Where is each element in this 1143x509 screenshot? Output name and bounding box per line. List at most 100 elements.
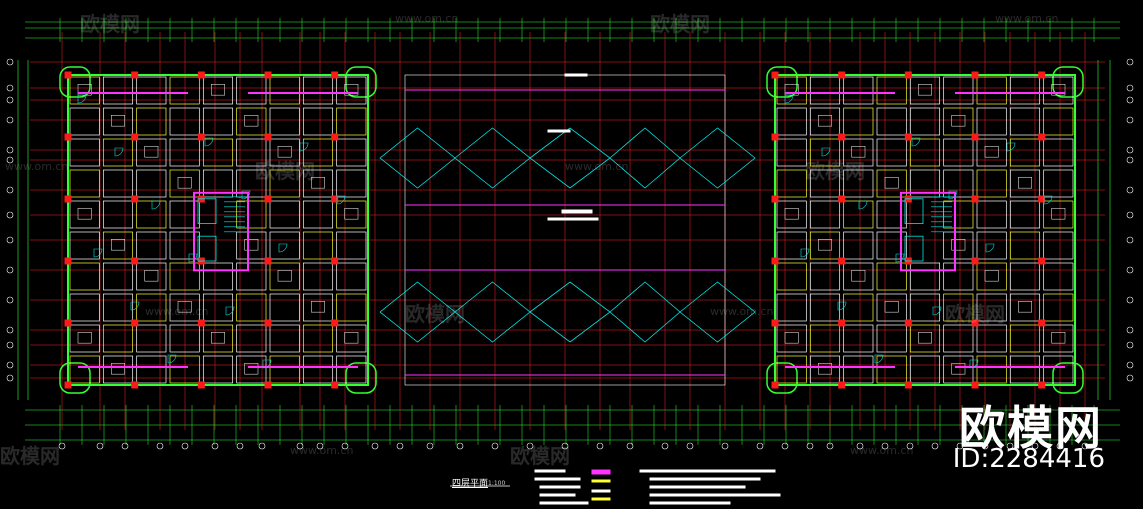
axis-bubble xyxy=(296,442,304,450)
left-building-door-swing xyxy=(262,359,272,369)
right-building-room xyxy=(1043,262,1074,291)
axis-bubble xyxy=(1126,156,1134,164)
axis-bubble xyxy=(721,442,729,450)
left-building-room xyxy=(202,138,234,167)
right-building-room xyxy=(809,169,841,198)
left-building-door-swing xyxy=(188,253,198,263)
right-building-elevator xyxy=(904,235,924,262)
right-building-room xyxy=(809,355,841,384)
right-building-door-swing xyxy=(821,147,831,157)
truss-diamond xyxy=(609,281,681,343)
left-building-room xyxy=(136,231,167,260)
left-building-column xyxy=(64,133,72,141)
right-building-room xyxy=(809,293,841,322)
notes-line xyxy=(639,469,776,473)
axis-bubble xyxy=(1126,116,1134,124)
right-building-room xyxy=(776,293,807,322)
left-building-room xyxy=(136,76,167,105)
left-building-elevator xyxy=(197,235,217,262)
right-building-room xyxy=(1009,169,1041,198)
right-building-door-swing xyxy=(969,359,979,369)
left-building-room xyxy=(102,355,134,384)
right-building-room xyxy=(943,138,974,167)
right-building-room xyxy=(1009,293,1041,322)
axis-bubble xyxy=(181,442,189,450)
right-building-room xyxy=(909,107,941,136)
axis-bubble xyxy=(881,442,889,450)
right-building-column xyxy=(971,133,979,141)
left-building-room xyxy=(236,200,267,229)
axis-bubble xyxy=(756,442,764,450)
right-building-furniture xyxy=(1051,84,1066,96)
left-building-corner-tower xyxy=(345,362,377,394)
truss-diamond xyxy=(679,127,756,189)
left-building-furniture xyxy=(77,332,92,344)
right-building-room xyxy=(1009,200,1041,229)
left-building-column xyxy=(64,319,72,327)
left-building-room xyxy=(136,169,167,198)
right-building-room xyxy=(1009,355,1041,384)
left-building-column xyxy=(131,71,139,79)
left-building-column xyxy=(64,257,72,265)
left-building-room xyxy=(69,138,100,167)
left-building-room xyxy=(202,107,234,136)
legend-swatch xyxy=(534,469,566,473)
left-building-room xyxy=(69,200,100,229)
axis-bubble xyxy=(6,266,14,274)
right-building-corner-tower xyxy=(1052,362,1084,394)
right-building-room xyxy=(876,293,907,322)
right-building-room xyxy=(1043,76,1074,105)
left-building-room xyxy=(169,231,200,260)
right-building-room xyxy=(943,107,974,136)
right-building-furniture xyxy=(784,208,799,220)
left-building-column xyxy=(197,319,205,327)
left-building-door-swing xyxy=(114,147,124,157)
right-building-column xyxy=(904,133,912,141)
right-building-room xyxy=(876,76,907,105)
right-building-door-swing xyxy=(985,243,995,253)
left-building-column xyxy=(331,257,339,265)
axis-bubble xyxy=(1126,374,1134,382)
right-building-furniture xyxy=(884,301,899,313)
left-building-room xyxy=(202,76,234,105)
left-building-column xyxy=(264,71,272,79)
right-building-door-swing xyxy=(800,248,810,258)
right-building-room xyxy=(776,262,807,291)
right-building-room xyxy=(1043,138,1074,167)
left-building-room xyxy=(336,293,367,322)
left-building-room xyxy=(69,262,100,291)
axis-bubble xyxy=(6,326,14,334)
right-building-column xyxy=(971,257,979,265)
left-building-room xyxy=(102,169,134,198)
left-building-room xyxy=(336,324,367,353)
right-building-column xyxy=(771,381,779,389)
left-building-outline xyxy=(67,74,369,386)
left-building-room xyxy=(236,107,267,136)
axis-bubble xyxy=(121,442,129,450)
left-building-room xyxy=(236,138,267,167)
left-building-column xyxy=(131,381,139,389)
right-building-room xyxy=(976,138,1007,167)
left-building-door-swing xyxy=(204,137,214,147)
left-building-room xyxy=(136,138,167,167)
left-building-room xyxy=(169,293,200,322)
left-building-column xyxy=(131,257,139,265)
axis-bubble xyxy=(1006,442,1014,450)
right-building-room xyxy=(1043,231,1074,260)
right-building-room xyxy=(843,76,874,105)
axis-bubble xyxy=(526,442,534,450)
axis-bubble xyxy=(6,186,14,194)
left-building-room xyxy=(236,293,267,322)
right-building-column xyxy=(1038,133,1046,141)
right-building-door-swing xyxy=(874,354,884,364)
left-building-column xyxy=(131,133,139,141)
left-building-room xyxy=(136,107,167,136)
left-building-furniture xyxy=(344,84,359,96)
left-building-room xyxy=(136,293,167,322)
right-building-room xyxy=(943,293,974,322)
left-building-room xyxy=(302,107,334,136)
right-building-room xyxy=(976,231,1007,260)
left-building-room xyxy=(302,231,334,260)
right-building-room xyxy=(776,200,807,229)
